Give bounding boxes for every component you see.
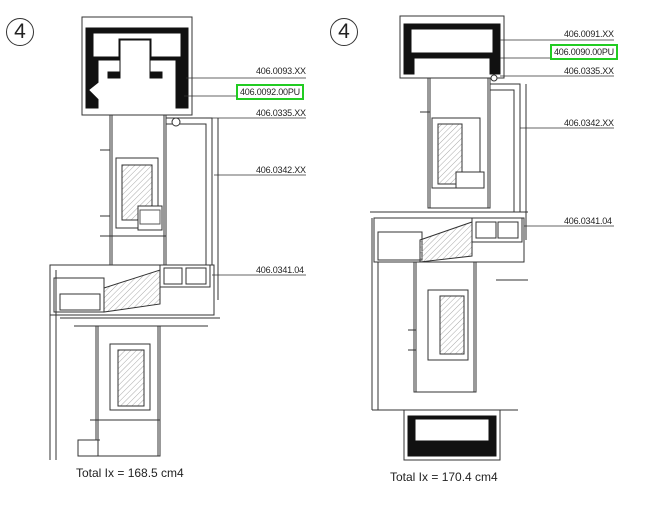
- left-section-profile: [49, 16, 220, 460]
- right-label-gasket-highlighted: 406.0090.00PU: [550, 44, 618, 60]
- left-label-transom: 406.0341.04: [256, 265, 304, 275]
- right-section-number-badge: 4: [330, 18, 358, 46]
- left-label-mullion: 406.0342.XX: [256, 165, 306, 175]
- right-leader-lines: [500, 39, 614, 227]
- left-total-ix: Total Ix = 168.5 cm4: [76, 466, 184, 480]
- left-label-pressure-plate: 406.0335.XX: [256, 108, 306, 118]
- right-label-transom: 406.0341.04: [564, 216, 612, 226]
- right-section-profile: [370, 15, 528, 461]
- left-label-cap-profile: 406.0093.XX: [256, 66, 306, 76]
- left-leader-lines: [184, 77, 306, 276]
- left-section-number-badge: 4: [6, 18, 34, 46]
- right-label-cap-profile: 406.0091.XX: [564, 29, 614, 39]
- left-label-gasket-highlighted: 406.0092.00PU: [236, 84, 304, 100]
- right-label-mullion: 406.0342.XX: [564, 118, 614, 128]
- right-label-pressure-plate: 406.0335.XX: [564, 66, 614, 76]
- right-total-ix: Total Ix = 170.4 cm4: [390, 470, 498, 484]
